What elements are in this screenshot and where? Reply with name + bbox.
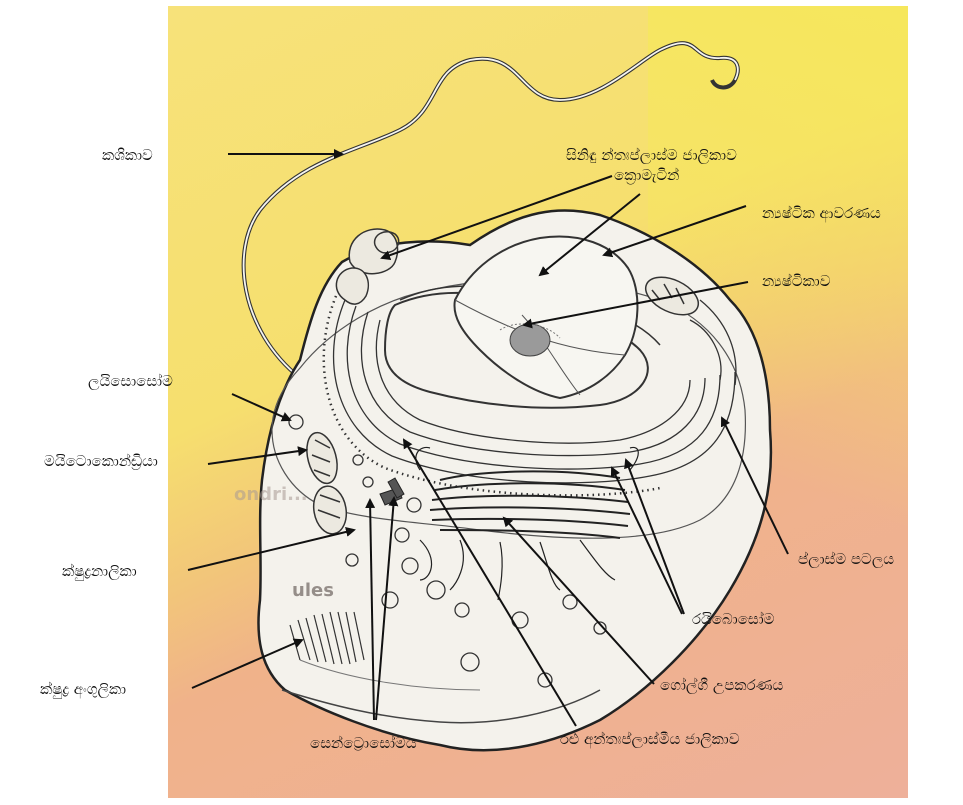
nucleolus — [510, 324, 550, 356]
label-mitochondria: මයිටොකොන්ඩ්‍රියා — [44, 452, 158, 470]
lysosome — [289, 415, 303, 429]
label-nuclear-envelope: න්‍යෂ්ටික ආවරණය — [762, 204, 881, 222]
label-chromatin: ක්‍රොමැටින් — [614, 166, 679, 184]
label-plasma-membrane: ප්ලාස්ම පටලය — [798, 550, 894, 568]
ghost-text-a: ondri... — [234, 484, 308, 505]
label-smooth-er: සිනිඳු න්තඃප්ලාස්ම ජාලිකාව — [566, 146, 737, 164]
label-rough-er: රළු අන්තඃප්ලාස්මීය ජාලිකාව — [560, 730, 740, 748]
label-microtubules: ක්ෂුද්‍රනාලිකා — [62, 562, 137, 580]
ghost-text-b: ules — [292, 580, 334, 601]
label-golgi: ගෝල්ගී උපකරණය — [660, 676, 783, 694]
label-centrosome: සෙන්ට්‍රොසෝමය — [310, 734, 417, 752]
label-flagellum: කශිකාව — [102, 146, 153, 164]
label-microvilli: ක්ෂුද්‍ර අංගුලිකා — [40, 680, 126, 698]
label-ribosome: රයිබොසෝම — [692, 610, 774, 628]
label-nucleolus: න්‍යෂ්ටිකාව — [762, 272, 830, 290]
label-lysosome: ලයිසොසෝම — [88, 372, 173, 390]
